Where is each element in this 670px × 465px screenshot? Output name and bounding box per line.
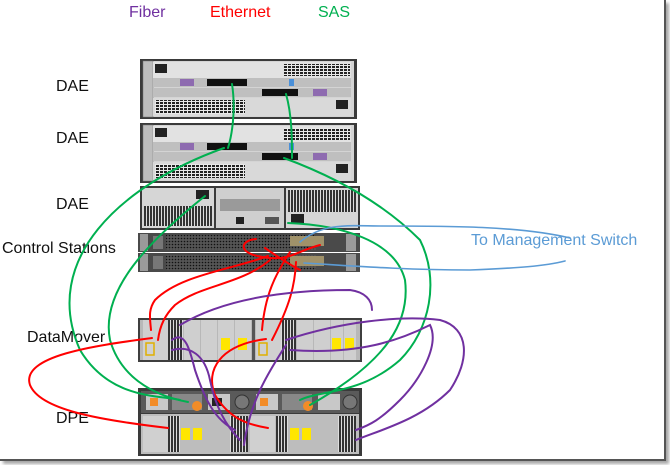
legend-fiber: Fiber <box>129 4 166 21</box>
fiber-dm-a-to-dpe <box>171 336 236 431</box>
mgmt-cable-cs2 <box>303 260 566 271</box>
sas-cable-dae2-dpe-a <box>68 147 225 401</box>
ethernet-cs-to-dm-a <box>148 255 269 331</box>
label-dae-1: DAE <box>56 78 89 95</box>
dae-enclosure-1 <box>140 59 357 119</box>
sas-cable-dae3-dpe <box>107 195 206 403</box>
ethernet-dm-to-dpe-right <box>211 338 269 429</box>
ethernet-cs-to-dm-b <box>157 259 271 341</box>
sas-cable-dae3-dpe-b <box>287 222 407 406</box>
fiber-dm-a-to-dpe-b <box>171 347 241 441</box>
mgmt-cable-cs1 <box>299 224 571 243</box>
sas-cable-dae1-dae2-a <box>227 83 235 149</box>
legend-ethernet: Ethernet <box>210 4 271 21</box>
fiber-dm-b-to-dpe-right <box>289 323 434 431</box>
datamover-chassis <box>138 318 362 362</box>
dpe-chassis <box>138 388 362 456</box>
ethernet-cs-to-dm-d <box>271 261 297 341</box>
management-switch-label: To Management Switch <box>471 232 638 249</box>
control-station-2 <box>138 253 360 272</box>
ethernet-cs-cross-a <box>242 238 321 260</box>
label-dae-2: DAE <box>56 130 89 147</box>
dae-enclosure-2 <box>140 123 357 183</box>
ethernet-dm-to-dpe-left <box>28 337 169 429</box>
legend-sas: SAS <box>318 4 351 21</box>
power-inlet-icon <box>155 64 167 73</box>
label-datamover: DataMover <box>27 329 106 346</box>
control-station-1 <box>138 233 360 252</box>
dae-enclosure-3 <box>140 186 360 230</box>
fiber-dm-b-loop-right <box>285 317 465 441</box>
fiber-dm-b-to-dpe <box>243 344 287 446</box>
fiber-dm-a-to-dm-b <box>179 288 373 326</box>
sas-cable-dae1-dae2-b <box>285 93 293 159</box>
sas-cable-dae2-dae3 <box>283 157 432 401</box>
label-dae-3: DAE <box>56 196 89 213</box>
ethernet-cs-to-dm-c <box>261 251 291 331</box>
